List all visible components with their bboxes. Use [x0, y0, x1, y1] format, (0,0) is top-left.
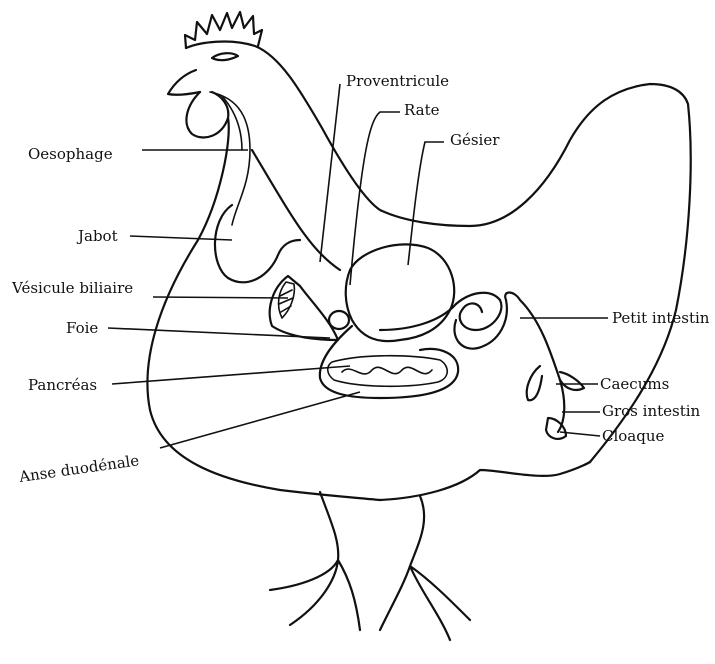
- crop: [215, 205, 300, 282]
- leader-jabot: [130, 236, 232, 240]
- label-gesier: Gésier: [450, 131, 500, 149]
- leader-foie: [108, 328, 330, 338]
- label-oesophage: Oesophage: [28, 145, 113, 163]
- label-rate: Rate: [404, 101, 440, 119]
- right-leg: [380, 496, 470, 640]
- wattle: [186, 92, 228, 137]
- small-intestine-2: [454, 293, 560, 381]
- label-vesicule: Vésicule biliaire: [11, 279, 133, 297]
- label-jabot: Jabot: [76, 227, 118, 245]
- liver: [270, 276, 338, 340]
- left-leg: [270, 492, 360, 630]
- gizzard: [346, 244, 454, 341]
- caeca: [527, 366, 584, 400]
- proventriculus: [252, 150, 340, 270]
- spleen: [329, 311, 349, 329]
- label-cloaque: Cloaque: [602, 427, 665, 445]
- label-gros-intestin: Gros intestin: [602, 402, 701, 420]
- label-proventricule: Proventricule: [346, 72, 449, 90]
- eye: [212, 53, 238, 60]
- pancreas-texture: [342, 367, 432, 374]
- belly-outline: [380, 462, 590, 500]
- beak: [168, 70, 200, 95]
- leader-proventricule: [320, 84, 340, 262]
- oesophagus: [210, 92, 250, 225]
- label-pancreas: Pancréas: [28, 376, 97, 394]
- label-caecums: Caecums: [600, 375, 669, 393]
- gall-bladder-hatch: [279, 290, 293, 312]
- label-petit-intestin: Petit intestin: [612, 309, 710, 327]
- leader-anse: [160, 392, 360, 448]
- label-foie: Foie: [66, 319, 98, 337]
- label-anse: Anse duodénale: [17, 451, 140, 486]
- leader-vesicule: [153, 297, 288, 298]
- duodenal-loop: [320, 326, 458, 398]
- breast-outline: [147, 118, 380, 500]
